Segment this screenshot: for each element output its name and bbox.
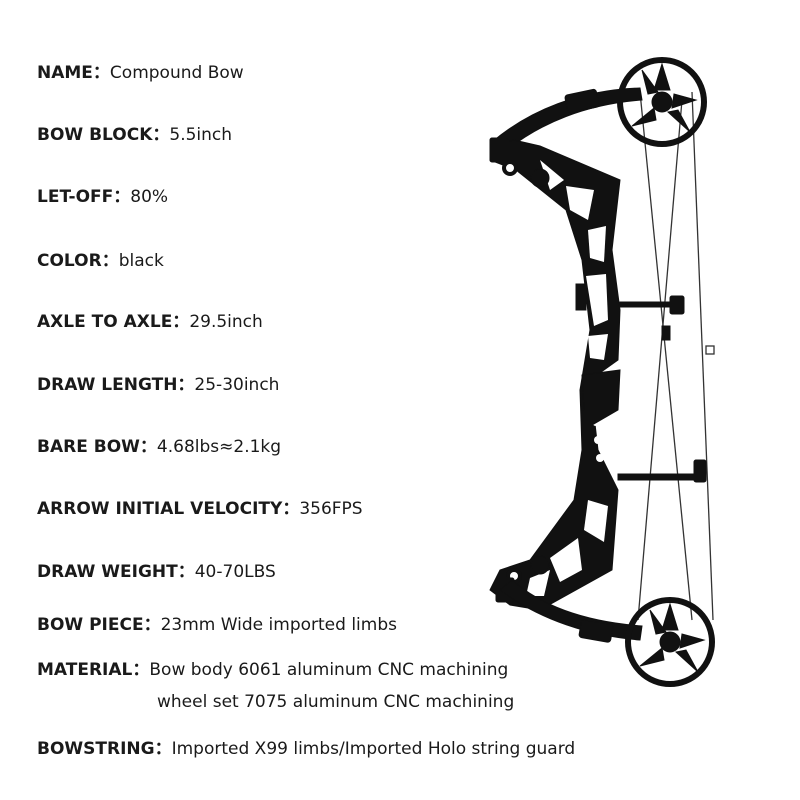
spec-label: DRAW WEIGHT： xyxy=(37,562,195,582)
spec-label: NAME： xyxy=(37,63,110,83)
spec-value: 356FPS xyxy=(299,499,363,519)
spec-arrow-velocity: ARROW INITIAL VELOCITY：356FPS xyxy=(37,498,363,520)
spec-axle-to-axle: AXLE TO AXLE：29.5inch xyxy=(37,311,263,333)
sight-mount-icon xyxy=(619,295,685,341)
spec-value: 5.5inch xyxy=(169,125,233,145)
cam-wheel-icon xyxy=(617,57,707,147)
bolt-icon xyxy=(530,555,550,575)
spec-value: Bow body 6061 aluminum CNC machining xyxy=(149,660,509,680)
spec-bare-bow: BARE BOW：4.68lbs≈2.1kg xyxy=(37,436,281,458)
spec-bowstring: BOWSTRING：Imported X99 limbs/Imported Ho… xyxy=(37,738,575,760)
limb-pocket-icon xyxy=(578,619,614,643)
arrow-rest-icon xyxy=(617,459,707,483)
grip-icon xyxy=(581,369,621,426)
spec-value: 25-30inch xyxy=(194,375,280,395)
spec-label: COLOR： xyxy=(37,251,119,271)
compound-bow-icon xyxy=(489,57,715,687)
spec-label: BOWSTRING： xyxy=(37,739,172,759)
spec-value: 23mm Wide imported limbs xyxy=(160,615,397,635)
bolt-icon xyxy=(530,168,550,188)
spec-value: Imported X99 limbs/Imported Holo string … xyxy=(171,739,576,759)
cable-guard-icon xyxy=(575,283,587,311)
spec-label: DRAW LENGTH： xyxy=(37,375,195,395)
spec-draw-length: DRAW LENGTH：25-30inch xyxy=(37,374,279,396)
spec-name: NAME：Compound Bow xyxy=(37,62,244,84)
spec-value: 4.68lbs≈2.1kg xyxy=(156,437,282,457)
spec-bow-piece: BOW PIECE：23mm Wide imported limbs xyxy=(37,614,397,636)
peep-icon xyxy=(705,345,715,355)
spec-label: BOW PIECE： xyxy=(37,615,161,635)
spec-label: LET-OFF： xyxy=(37,187,131,207)
spec-material-continuation: wheel set 7075 aluminum CNC machining xyxy=(157,692,515,712)
spec-value: Compound Bow xyxy=(109,63,244,83)
spec-label: MATERIAL： xyxy=(37,660,150,680)
bowstring-icon xyxy=(637,91,714,621)
riser-icon xyxy=(489,139,621,611)
limb-pocket-icon xyxy=(564,88,600,114)
spec-label: BARE BOW： xyxy=(37,437,157,457)
spec-draw-weight: DRAW WEIGHT：40-70LBS xyxy=(37,561,276,583)
spec-bow-block: BOW BLOCK：5.5inch xyxy=(37,124,232,146)
spec-value: 80% xyxy=(130,187,169,207)
spec-value: black xyxy=(118,251,164,271)
spec-value: 40-70LBS xyxy=(194,562,276,582)
upper-limb-icon xyxy=(491,87,643,155)
cam-wheel-icon xyxy=(625,597,715,687)
spec-color: COLOR：black xyxy=(37,250,164,272)
spec-let-off: LET-OFF：80% xyxy=(37,186,168,208)
spec-label: ARROW INITIAL VELOCITY： xyxy=(37,499,300,519)
spec-label: AXLE TO AXLE： xyxy=(37,312,190,332)
spec-material: MATERIAL：Bow body 6061 aluminum CNC mach… xyxy=(37,659,508,681)
spec-value: 29.5inch xyxy=(189,312,263,332)
spec-label: BOW BLOCK： xyxy=(37,125,170,145)
